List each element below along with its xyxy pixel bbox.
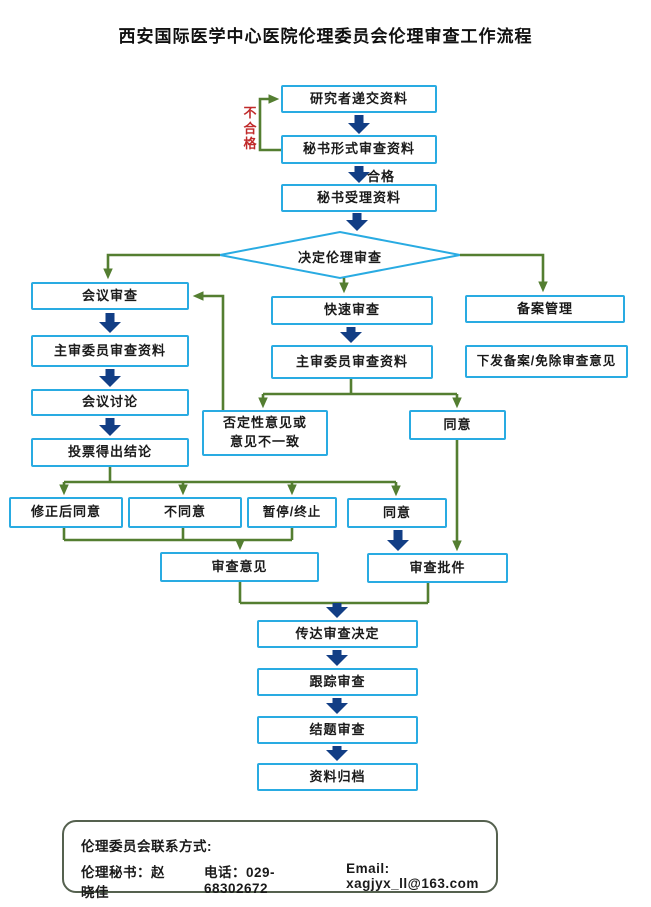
node-convey-decision: 传达审查决定 xyxy=(257,620,418,648)
node-negative-opinion: 否定性意见或 意见不一致 xyxy=(202,410,328,456)
contact-details-row: 伦理秘书：赵晓佳 电话：029-68302672 Email: xagjyx_l… xyxy=(81,861,496,901)
node-follow-up-review: 跟踪审查 xyxy=(257,668,418,696)
contact-email: Email: xagjyx_ll@163.com xyxy=(346,861,479,891)
node-suspend-terminate: 暂停/终止 xyxy=(247,497,337,528)
node-meeting-review: 会议审查 xyxy=(31,282,189,310)
node-final-review: 结题审查 xyxy=(257,716,418,744)
node-secretary-formal-review: 秘书形式审查资料 xyxy=(281,135,437,164)
negative-opinion-line1: 否定性意见或 xyxy=(222,415,307,431)
node-meeting-discussion: 会议讨论 xyxy=(31,389,189,416)
negative-opinion-line2: 意见不一致 xyxy=(229,434,300,449)
node-decide-ethic-review: 决定伦理审查 xyxy=(297,250,382,265)
node-disagree: 不同意 xyxy=(128,497,242,528)
node-chief-review-left: 主审委员审查资料 xyxy=(31,335,189,367)
node-issue-filing-opinion: 下发备案/免除审查意见 xyxy=(465,345,628,378)
node-review-opinion: 审查意见 xyxy=(160,552,319,582)
contact-secretary: 伦理秘书：赵晓佳 xyxy=(81,865,165,900)
diagram-title: 西安国际医学中心医院伦理委员会伦理审查工作流程 xyxy=(118,27,533,46)
edge-label-pass: 合格 xyxy=(367,169,396,184)
node-agree-fast: 同意 xyxy=(409,410,506,440)
node-vote-conclusion: 投票得出结论 xyxy=(31,438,189,467)
contact-info-box: 伦理委员会联系方式: 伦理秘书：赵晓佳 电话：029-68302672 Emai… xyxy=(62,820,498,900)
node-agree-meeting: 同意 xyxy=(347,498,447,528)
edge-label-fail: 不合格 xyxy=(243,105,257,152)
contact-heading: 伦理委员会联系方式: xyxy=(81,839,212,854)
node-modified-agree: 修正后同意 xyxy=(9,497,123,528)
node-researcher-submit: 研究者递交资料 xyxy=(281,85,437,113)
node-fast-review: 快速审查 xyxy=(271,296,433,325)
contact-phone: 电话：029-68302672 xyxy=(203,865,276,896)
node-chief-review-mid: 主审委员审查资料 xyxy=(271,345,433,379)
node-secretary-accept: 秘书受理资料 xyxy=(281,184,437,212)
node-review-approval: 审查批件 xyxy=(367,553,508,583)
node-archive-materials: 资料归档 xyxy=(257,763,418,791)
node-filing-management: 备案管理 xyxy=(465,295,625,323)
